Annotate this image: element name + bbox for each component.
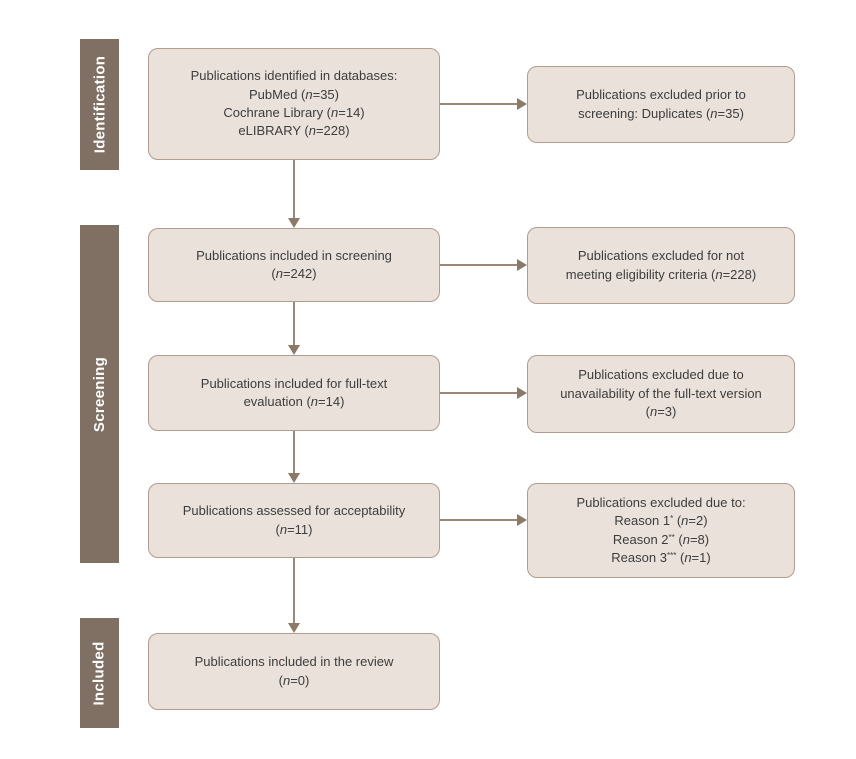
arrow-line <box>293 160 295 219</box>
box-text-line: Cochrane Library (n=14) <box>223 105 365 120</box>
box-text-line: Publications identified in databases: <box>190 68 398 84</box>
box-excluded-eligibility-criteria: Publications excluded for not meeting el… <box>527 227 795 304</box>
arrow-line <box>440 392 518 394</box>
box-text-line: (n=3) <box>645 404 677 420</box>
arrow-head-icon <box>288 623 300 633</box>
arrow-head-icon <box>517 259 527 271</box>
box-assessed-for-acceptability: Publications assessed for acceptability … <box>148 483 440 558</box>
arrow-line <box>293 302 295 346</box>
box-excluded-fulltext-unavailable: Publications excluded due to unavailabil… <box>527 355 795 433</box>
box-text-line: Publications excluded for not <box>577 248 745 264</box>
arrow-right-assessed-to-reasons <box>440 514 527 526</box>
box-text-line: Reason 3*** (n=1) <box>611 549 711 565</box>
box-excluded-reasons: Publications excluded due to: Reason 1* … <box>527 483 795 578</box>
arrow-right-screening-to-eligibility <box>440 259 527 271</box>
arrow-right-fulltext-to-unavailable <box>440 387 527 399</box>
arrow-down-identified-to-screening <box>288 160 300 228</box>
box-included-in-screening: Publications included in screening (n=24… <box>148 228 440 302</box>
box-text-line: Reason 1* (n=2) <box>614 513 708 529</box>
box-text-line: Publications excluded due to <box>578 367 744 383</box>
box-text-line: Publications included in the review <box>194 654 394 670</box>
box-text-line: Publications included in screening <box>196 247 392 263</box>
arrow-line <box>440 519 518 521</box>
stage-bar-screening: Screening <box>80 225 119 563</box>
box-text-line: Publications excluded prior to <box>576 87 746 103</box>
arrow-right-identified-to-duplicates <box>440 98 527 110</box>
arrow-head-icon <box>288 473 300 483</box>
box-text-line: (n=0) <box>278 672 310 688</box>
arrow-head-icon <box>517 387 527 399</box>
arrow-head-icon <box>288 218 300 228</box>
arrow-line <box>440 264 518 266</box>
arrow-down-assessed-to-review <box>288 558 300 633</box>
box-text-line: evaluation (n=14) <box>243 394 345 409</box>
box-included-full-text-evaluation: Publications included for full-text eval… <box>148 355 440 431</box>
box-text-line: Publications excluded due to: <box>576 494 746 510</box>
box-text-line: Publications included for full-text <box>200 375 388 391</box>
box-text-line: meeting eligibility criteria (n=228) <box>565 266 757 282</box>
box-text-line: (n=242) <box>271 266 317 281</box>
box-text-line: unavailability of the full-text version <box>560 385 762 401</box>
box-text-line: (n=11) <box>275 521 313 537</box>
box-included-in-review: Publications included in the review (n=0… <box>148 633 440 710</box>
box-excluded-duplicates: Publications excluded prior to screening… <box>527 66 795 143</box>
box-identified-in-databases: Publications identified in databases: Pu… <box>148 48 440 160</box>
box-text-line: screening: Duplicates (n=35) <box>578 105 744 121</box>
arrow-head-icon <box>288 345 300 355</box>
stage-label-identification: Identification <box>91 55 109 154</box>
arrow-line <box>440 103 518 105</box>
arrow-head-icon <box>517 514 527 526</box>
arrow-line <box>293 558 295 624</box>
box-text-line: eLIBRARY (n=228) <box>238 123 350 139</box>
arrow-down-screening-to-fulltext <box>288 302 300 355</box>
box-text-line: Reason 2** (n=8) <box>612 531 710 547</box>
stage-label-included: Included <box>91 640 109 706</box>
stage-bar-identification: Identification <box>80 39 119 170</box>
arrow-down-fulltext-to-assessed <box>288 431 300 483</box>
arrow-line <box>293 431 295 474</box>
box-text-line: PubMed (n=35) <box>249 86 339 102</box>
stage-bar-included: Included <box>80 618 119 728</box>
arrow-head-icon <box>517 98 527 110</box>
stage-label-screening: Screening <box>91 356 109 432</box>
box-text-line: Publications assessed for acceptability <box>182 503 406 519</box>
